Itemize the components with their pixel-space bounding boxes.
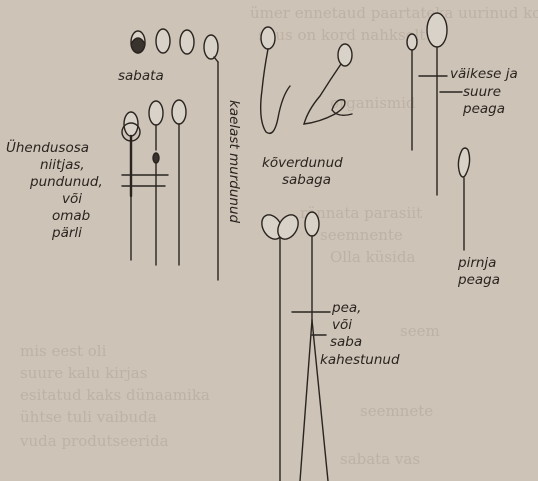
label-pirnja-peaga: peaga (458, 272, 500, 288)
label-kahestunud: kahestunud (320, 352, 400, 368)
label-pundunud: pundunud, (30, 174, 103, 190)
bent-tail-sperm (261, 27, 352, 133)
label-suure: suure (463, 84, 501, 100)
double-head-sperm (258, 211, 330, 481)
label-omab: omab (52, 208, 90, 224)
label-saba: saba (330, 334, 362, 350)
label-sabata: sabata (118, 68, 164, 84)
label-uhendusosa: Ühendusosa (6, 140, 89, 156)
label-pea: pea, (332, 300, 361, 316)
label-sabaga: sabaga (282, 172, 331, 188)
label-peaga: peaga (463, 101, 505, 117)
label-vaikese-ja: väikese ja (450, 66, 518, 82)
label-parli: pärli (52, 225, 82, 241)
broken-neck-sperm (204, 35, 218, 280)
connecting-piece-sperm (122, 100, 186, 265)
label-koverdunud: kõverdunud (262, 155, 343, 171)
label-pirnja: pirnja (458, 255, 496, 271)
tailless-heads (131, 29, 194, 54)
pear-head-sperm (458, 148, 469, 250)
label-kaelast-murdunud: kaelast murdunud (226, 100, 242, 223)
label-niitjas: niitjas, (40, 157, 85, 173)
label-pea-voi: või (332, 317, 352, 333)
label-voi: või (62, 191, 82, 207)
small-and-large-head-sperm (407, 13, 462, 195)
